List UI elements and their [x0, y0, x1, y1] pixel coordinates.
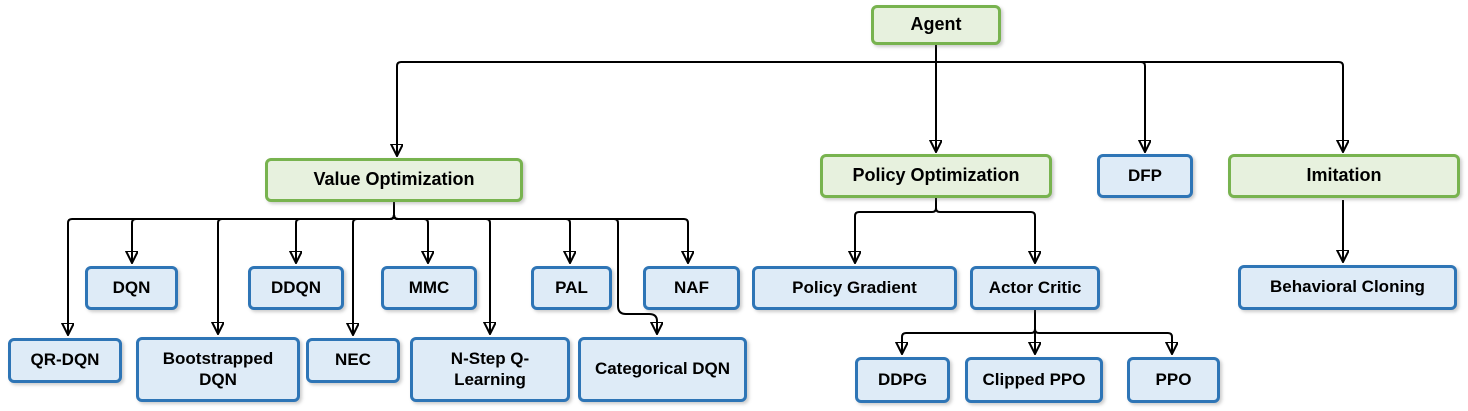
- edge-agent-value-optimization: [397, 61, 936, 154]
- node-value-optimization: Value Optimization: [265, 158, 523, 202]
- node-dfp: DFP: [1097, 154, 1193, 198]
- edge-policy-optimization-actor-critic: [935, 198, 1035, 261]
- node-ddqn: DDQN: [248, 266, 344, 310]
- edge-actor-critic-ddpg: [902, 310, 1036, 352]
- node-n-step-q-learning: N-Step Q-Learning: [410, 337, 570, 402]
- node-clipped-ppo: Clipped PPO: [965, 357, 1103, 403]
- node-ddpg: DDPG: [855, 357, 950, 403]
- edge-agent-dfp: [936, 61, 1145, 150]
- edge-value-optimization-dqn: [132, 202, 395, 261]
- node-mmc: MMC: [381, 266, 477, 310]
- node-behavioral-cloning: Behavioral Cloning: [1238, 265, 1457, 310]
- edge-value-optimization-mmc: [393, 202, 428, 261]
- node-policy-gradient: Policy Gradient: [752, 266, 957, 310]
- node-categorical-dqn: Categorical DQN: [578, 337, 747, 402]
- edge-value-optimization-pal: [393, 202, 570, 261]
- node-nec: NEC: [306, 338, 400, 383]
- node-agent: Agent: [871, 5, 1001, 45]
- node-imitation: Imitation: [1228, 154, 1460, 198]
- node-pal: PAL: [531, 266, 612, 310]
- edge-value-optimization-naf: [393, 202, 688, 261]
- node-ppo: PPO: [1127, 357, 1220, 403]
- edge-policy-optimization-policy-gradient: [855, 198, 937, 261]
- edge-actor-critic-ppo: [1034, 310, 1172, 352]
- node-policy-optimization: Policy Optimization: [820, 154, 1052, 198]
- node-dqn: DQN: [85, 266, 178, 310]
- node-naf: NAF: [643, 266, 740, 310]
- node-qr-dqn: QR-DQN: [8, 338, 122, 383]
- edge-value-optimization-ddqn: [296, 202, 395, 261]
- edge-agent-imitation: [936, 61, 1343, 150]
- node-actor-critic: Actor Critic: [970, 266, 1100, 310]
- node-bootstrapped-dqn: Bootstrapped DQN: [136, 337, 300, 402]
